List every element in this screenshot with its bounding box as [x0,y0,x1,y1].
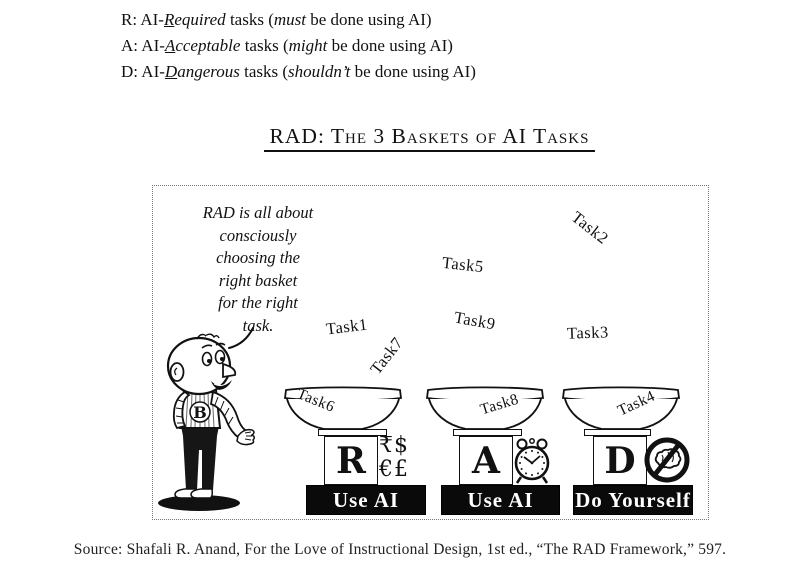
page-title: RAD: The 3 Baskets of AI Tasks [263,124,596,152]
legend-prefix: R: AI- [121,10,164,29]
pedestal-pillar: A [459,436,513,485]
speech-line: task. [242,315,274,335]
speech-line: consciously [219,225,297,245]
floating-task-label: Task5 [441,252,485,277]
floating-task-label: Task7 [366,333,407,378]
basket-letter: R [336,439,366,482]
speech-text: RAD is all about consciously choosing th… [175,202,341,337]
basket-letter: A [472,439,500,482]
legend-keyword-rest: angerous [177,62,240,81]
speech-tail-icon [228,327,254,349]
pedestal-cap [453,429,522,436]
basket-bowl-icon [284,386,402,430]
pedestal-pillar: R [324,436,378,485]
legend-keyword-initial: D [164,62,178,81]
legend-emphasis: must [273,10,306,29]
legend-mid: tasks ( [239,62,289,81]
pedestal-pillar: D [593,436,647,485]
legend-mid: tasks ( [225,10,274,29]
floating-task-label: Task2 [567,207,613,248]
floating-task-label: Task1 [324,314,369,339]
legend-suffix: be done using AI) [350,62,476,81]
action-bar: Use AI [441,485,560,515]
action-label: Use AI [467,487,534,512]
legend-emphasis: might [288,36,328,55]
action-bar: Use AI [306,485,426,515]
legend-suffix: be done using AI) [305,10,432,29]
legend-mid: tasks ( [240,36,289,55]
action-label: Do Yourself [575,487,691,512]
speech-line: for the right [218,293,298,312]
action-bar: Do Yourself [573,485,693,515]
legend-line-dangerous: D: AI-Dangerous tasks (shouldn’t be done… [121,59,476,85]
legend-suffix: be done using AI) [327,36,453,55]
legend-keyword-rest: cceptable [175,36,241,55]
legend-emphasis: shouldn’t [288,62,351,81]
speech-line: choosing the [216,248,300,267]
cartoon-person-icon: B [158,333,255,511]
currency-row: ₹$ [379,433,409,458]
shirt-letter: B [193,403,207,422]
alarm-clock-icon [514,438,550,484]
diagram-frame: RAD is all about consciously choosing th… [152,185,709,520]
legend-prefix: A: AI- [121,36,165,55]
legend-line-required: R: AI-Required tasks (must be done using… [121,7,476,33]
no-brain-prohibition-icon [644,437,690,483]
source-citation: Source: Shafali R. Anand, For the Love o… [73,541,727,558]
action-label: Use AI [332,487,400,512]
legend-keyword-initial: A [164,36,176,55]
floating-task-label: Task3 [566,322,609,343]
basket-letter: D [604,439,636,482]
basket-bowl-icon [426,386,544,430]
speech-line: RAD is all about [202,203,314,222]
speech-line: right basket [218,270,298,290]
legend: R: AI-Required tasks (must be done using… [121,7,476,85]
legend-keyword-initial: R [163,10,175,29]
pedestal-cap [584,429,651,436]
basket-bowl-icon [562,386,680,430]
legend-keyword-rest: equired [174,10,226,29]
title-wrap: RAD: The 3 Baskets of AI Tasks [152,124,707,152]
currency-row: €£ [379,457,409,482]
legend-line-acceptable: A: AI-Acceptable tasks (might be done us… [121,33,476,59]
floating-task-label: Task9 [452,307,498,334]
pedestal-cap [318,429,387,436]
legend-prefix: D: AI- [121,62,165,81]
currency-symbols-icon: ₹$ €£ [379,434,409,482]
